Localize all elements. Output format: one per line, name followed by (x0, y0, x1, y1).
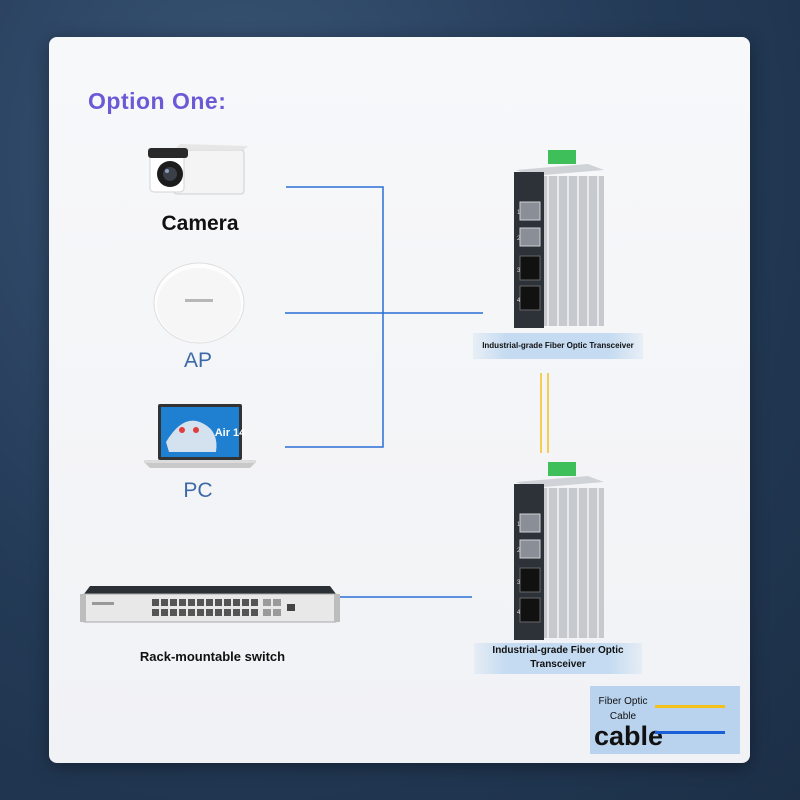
page-title: Option One: (88, 88, 227, 114)
transceiver-bottom-label: Industrial-grade Fiber Optic Transceiver (474, 643, 642, 674)
port-number-4: 4 (517, 610, 521, 616)
transceiver-bottom-label-line1: Industrial-grade Fiber Optic (492, 645, 624, 656)
legend-fiber-line2: Cable (609, 711, 637, 722)
port-number-1: 1 (517, 522, 521, 528)
camera-icon (148, 144, 248, 195)
camera-label: Camera (161, 212, 239, 235)
legend-cable-swatch (655, 731, 725, 734)
access-point-icon (153, 262, 245, 344)
transceiver-top-label: Industrial-grade Fiber Optic Transceiver (473, 333, 643, 359)
rack-switch-icon (80, 586, 340, 623)
port-number-1: 1 (517, 210, 521, 216)
switch-label: Rack-mountable switch (139, 649, 286, 664)
port-number-3: 3 (517, 580, 521, 586)
camera-cable (285, 186, 384, 448)
port-number-4: 4 (517, 298, 521, 304)
legend-cable-label: cable (594, 721, 664, 751)
port-number-2: 2 (517, 548, 521, 554)
pc-label: PC (183, 479, 213, 502)
port-number-2: 2 (517, 236, 521, 242)
port-number-3: 3 (517, 268, 521, 274)
transceiver-top-icon: 1 2 3 4 (514, 150, 604, 328)
transceiver-bottom-icon: 1 2 3 4 (514, 462, 604, 640)
legend-fiber-label: Fiber Optic Cable (598, 694, 648, 724)
legend: Fiber Optic Cable cable (590, 686, 740, 754)
transceiver-bottom-label-line2: Transceiver (530, 659, 586, 670)
laptop-screen-text: Air 14 (215, 427, 246, 439)
laptop-icon: Air 14 (144, 404, 256, 468)
ap-label: AP (183, 349, 212, 372)
legend-fiber-swatch (655, 705, 725, 708)
legend-fiber-line1: Fiber Optic (598, 696, 648, 707)
